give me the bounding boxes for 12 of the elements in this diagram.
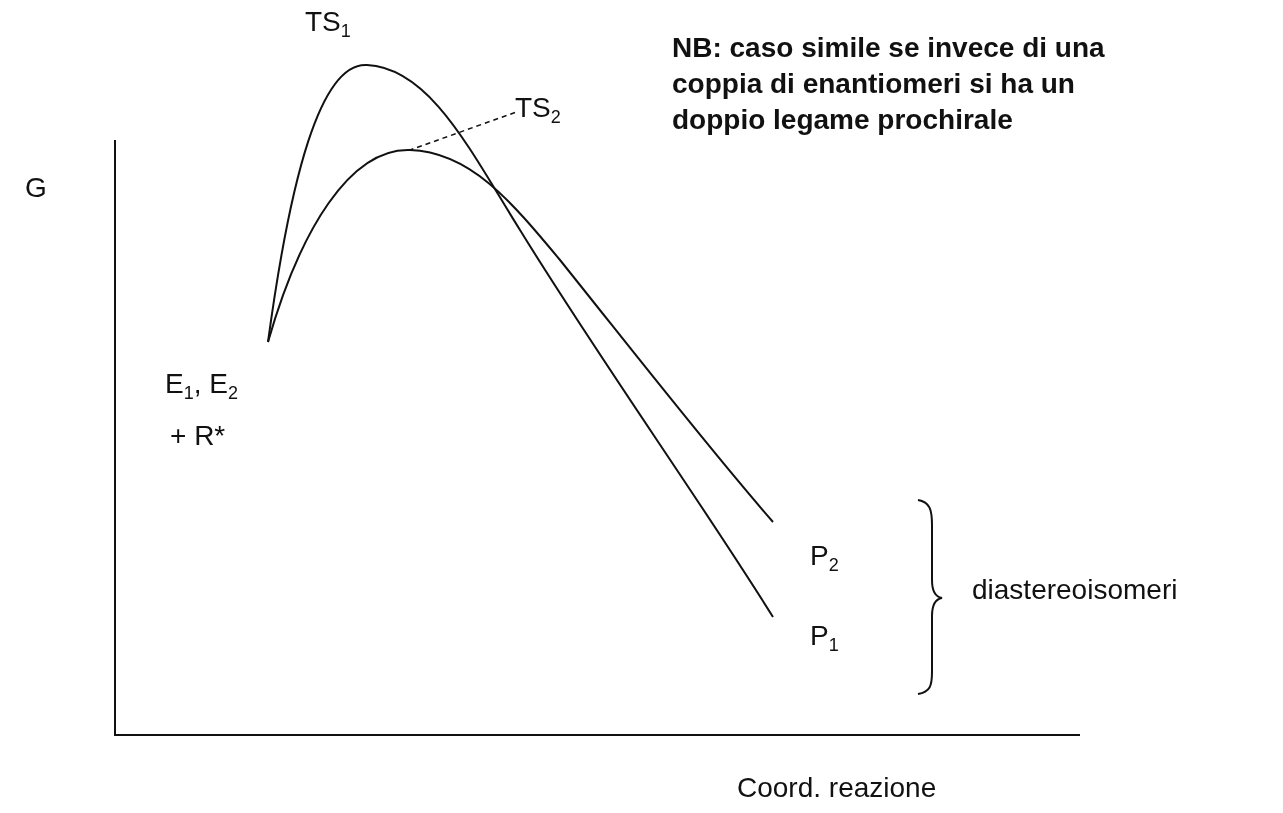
peak-label: TS$_{2}$	[515, 90, 561, 135]
product-label: P$_{2}$	[810, 539, 839, 577]
brace-label: diastereoisomeri	[972, 573, 1178, 607]
leader-line	[409, 111, 516, 151]
axis-label: G	[25, 171, 47, 205]
reactant-label: + R*	[170, 419, 226, 453]
product-label: P$_{1}$	[810, 619, 839, 657]
reactant-label: E$_{1}$, E$_{2}$	[165, 367, 238, 405]
energy-curve	[267, 149, 774, 523]
axis-label: Coord. reazione	[737, 771, 937, 805]
peak-label: TS$_{1}$	[305, 5, 351, 43]
note-text: NB: caso simile se invece di una coppia di enantiomeri si ha un doppio legame prochirale	[672, 31, 1106, 137]
